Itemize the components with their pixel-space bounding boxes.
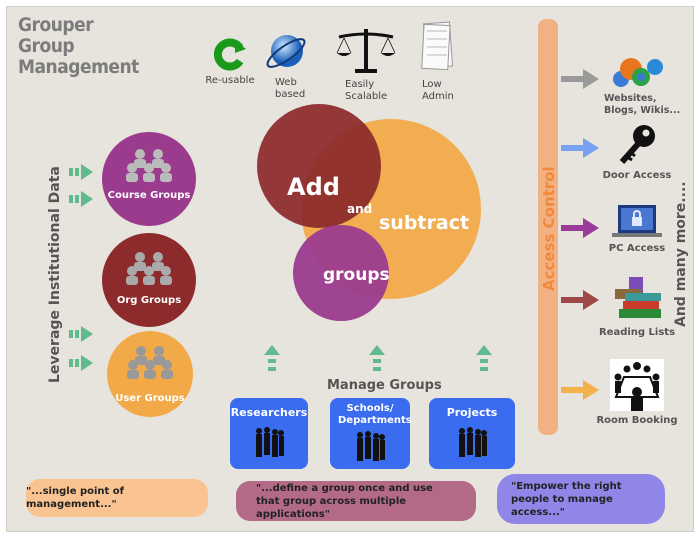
feature-web: Web based [265,31,313,101]
venn-add-text: Add [287,173,340,201]
quote-text: "...define a group once and use that gro… [256,482,433,520]
feature-label: Re-usable [205,75,255,86]
venn-add-circle [257,104,381,228]
globe-icon [266,35,306,68]
projects-box: Projects [429,398,515,469]
feature-label: Admin [422,91,454,102]
access-item-label: Websites, Blogs, Wikis... [604,93,681,116]
access-item-label: Reading Lists [598,327,676,338]
page-title: Grouper Group Management [18,15,139,78]
access-item-pc: PC Access [592,203,682,255]
box-label: Researchers [230,406,308,419]
feature-label: based [275,89,306,100]
access-control-bar [538,19,558,435]
title-line: Management [18,56,139,78]
course-groups-circle: Course Groups [102,132,196,226]
access-control-label: Access Control [540,166,558,291]
researchers-box: Researchers [230,398,308,469]
quote-bubble-single-point: "...single point of management..." [26,479,208,517]
quote-text: "...single point of management..." [26,486,125,510]
people-icon [126,149,172,182]
box-label: Projects [446,406,498,419]
quote-text: "Empower the right people to manage acce… [511,480,622,518]
infographic: Grouper Group Management Re-usable Web b… [6,6,694,532]
access-item-label: Room Booking [596,415,678,426]
books-icon [615,277,661,318]
access-item-label: PC Access [608,243,666,254]
green-arrows [69,164,93,371]
meeting-room-icon [610,359,664,411]
quote-bubble-define-once: "...define a group once and use that gro… [236,481,476,521]
schools-departments-box: Schools/ Departments [330,398,412,469]
access-item-reading: Reading Lists [592,275,682,339]
feature-low-admin: Low Admin [417,19,467,103]
recycle-icon [213,38,246,71]
up-arrows [264,345,492,371]
manage-groups-label: Manage Groups [327,378,442,393]
access-item-door: Door Access [592,122,682,182]
org-groups-label: Org Groups [116,295,182,306]
people-silhouette-icon [256,427,284,457]
papers-icon [421,21,454,71]
scale-icon [336,29,396,73]
feature-label: Low [422,79,442,90]
people-silhouette-icon [357,431,385,461]
and-many-more-label: And many more.... [673,181,689,327]
org-groups-circle: Org Groups [102,233,196,327]
feature-label: Scalable [345,91,388,102]
venn-groups-circle [293,225,389,321]
people-silhouette-icon [459,427,487,457]
user-groups-circle: User Groups [107,331,193,417]
access-item-label: Door Access [602,170,672,181]
venn-subtract-text: subtract [379,212,470,234]
user-groups-label: User Groups [115,393,185,404]
leverage-label: Leverage Institutional Data [47,166,63,383]
venn-groups-text: groups [323,265,390,285]
access-item-websites: Websites, Blogs, Wikis... [592,55,682,117]
title-line: Group [18,35,75,57]
access-arrows [561,69,599,400]
access-item-room: Room Booking [592,359,682,427]
venn-and-text: and [347,202,373,216]
people-icon [127,346,173,379]
quote-bubble-empower: "Empower the right people to manage acce… [497,474,665,524]
feature-scalable: Easily Scalable [335,25,397,103]
laptop-lock-icon [612,205,662,237]
feature-label: Easily [345,79,375,90]
title-line: Grouper [18,14,94,36]
course-groups-label: Course Groups [107,190,191,201]
feature-label: Web [275,77,297,88]
box-label: Schools/ Departments [338,403,412,426]
key-icon [619,125,655,164]
people-icon [126,252,172,285]
feature-reusable: Re-usable [205,37,255,87]
browsers-icon [613,58,663,87]
